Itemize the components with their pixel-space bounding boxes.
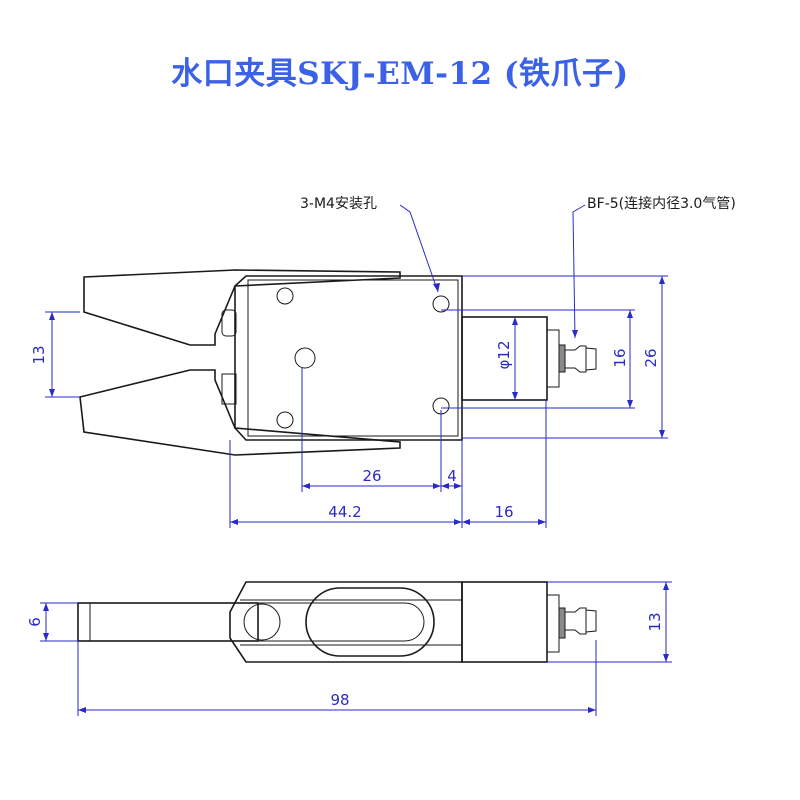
dim-hole-offset: 4 (447, 467, 457, 485)
side-cylinder (461, 581, 548, 663)
jaw-guide-upper (221, 309, 237, 337)
dim-cylinder-length: 16 (494, 503, 513, 521)
dimension-arrows (43, 276, 669, 713)
body-inner (247, 279, 459, 437)
top-view (79, 269, 597, 456)
drawing-title: 水口夹具SKJ-EM-12 (铁爪子) (171, 56, 629, 92)
side-nut-inner (558, 607, 566, 639)
side-pivot (243, 603, 281, 641)
side-slot (305, 587, 435, 657)
mount-hole (276, 287, 294, 305)
side-jaw-tip (77, 602, 91, 642)
side-link (258, 602, 425, 642)
callout-mount-holes: 3-M4安装孔 (300, 196, 377, 212)
dim-side-height: 13 (646, 612, 664, 631)
dimension-labels: 13 26 16 φ12 26 4 44.2 16 6 13 98 (26, 341, 664, 709)
dim-side-thickness: 6 (26, 617, 44, 627)
side-view (77, 581, 597, 663)
callout-labels: 3-M4安装孔 BF-5(连接内径3.0气管) (300, 195, 736, 212)
lower-jaw (79, 369, 401, 456)
dim-cylinder-diameter: φ12 (495, 341, 513, 370)
mount-hole (276, 411, 294, 429)
callout-air-fitting: BF-5(连接内径3.0气管) (587, 195, 736, 212)
dim-hole-spacing: 26 (362, 467, 381, 485)
barb-fitting (564, 345, 597, 373)
jaw-guide-lower (221, 373, 237, 405)
dim-cylinder-height: 16 (611, 348, 629, 367)
center-hole (294, 347, 316, 369)
side-nut (546, 594, 560, 653)
dim-body-height: 26 (642, 348, 660, 367)
dim-overall-length: 98 (330, 691, 349, 709)
body-outline (234, 275, 463, 441)
side-housing (229, 581, 463, 663)
dim-body-length: 44.2 (328, 503, 361, 521)
mount-hole (432, 295, 450, 313)
dim-jaw-opening: 13 (30, 345, 48, 364)
fitting-nut (546, 329, 560, 388)
fitting-nut-inner (558, 344, 566, 373)
side-barb (564, 607, 597, 635)
upper-jaw (83, 269, 401, 346)
dimension-lines (40, 204, 672, 716)
